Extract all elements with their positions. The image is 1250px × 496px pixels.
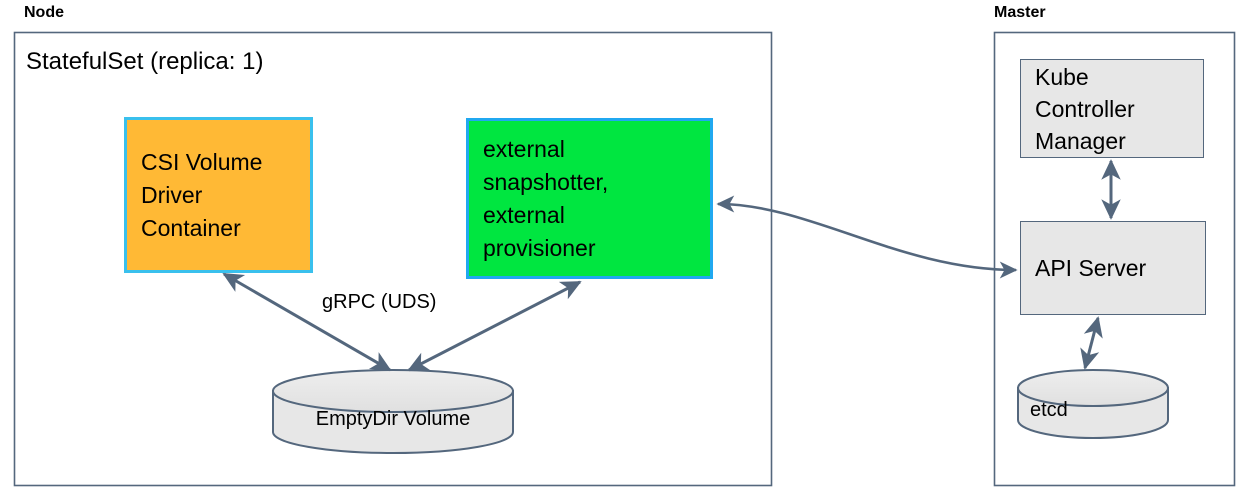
etcd-label: etcd [1030, 399, 1150, 421]
external-sidecars-line-4: provisioner [483, 234, 596, 261]
connector-sidecars-to-volume [407, 280, 582, 372]
kube-controller-manager-line-2: Controller [1035, 95, 1135, 122]
emptydir-volume-label: EmptyDir Volume [273, 408, 513, 430]
kube-controller-manager-line-1: Kube [1035, 63, 1089, 90]
csi-volume-driver-container-box[interactable]: CSI Volume Driver Container [124, 117, 313, 273]
api-server-box[interactable]: API Server [1020, 221, 1206, 315]
grpc-uds-edge-label: gRPC (UDS) [322, 291, 437, 313]
emptydir-volume-label-text: EmptyDir Volume [315, 408, 471, 430]
api-server-line-1: API Server [1035, 255, 1147, 281]
kube-controller-manager-box[interactable]: Kube Controller Manager [1020, 59, 1204, 158]
external-sidecars-line-2: snapshotter, [483, 168, 609, 195]
emptydir-volume-cylinder [272, 369, 514, 454]
kube-controller-manager-line-3: Manager [1035, 127, 1126, 154]
csi-volume-driver-container-line-2: Driver [141, 181, 203, 208]
connector-api-server-to-etcd [1080, 316, 1103, 370]
external-sidecars-box[interactable]: external snapshotter, external provision… [466, 118, 713, 279]
connector-sidecars-to-api-server [716, 195, 1018, 279]
csi-volume-driver-container-line-1: CSI Volume [141, 148, 263, 175]
external-sidecars-line-3: external [483, 201, 565, 228]
etcd-cylinder [1017, 369, 1169, 439]
external-sidecars-line-1: external [483, 135, 565, 162]
etcd-label-text: etcd [1030, 399, 1068, 421]
master-group-label: Master [994, 4, 1046, 21]
connector-driver-to-volume [222, 272, 392, 372]
statefulset-caption: StatefulSet (replica: 1) [26, 48, 264, 75]
node-group-label: Node [24, 4, 64, 21]
csi-volume-driver-container-line-3: Container [141, 214, 241, 241]
